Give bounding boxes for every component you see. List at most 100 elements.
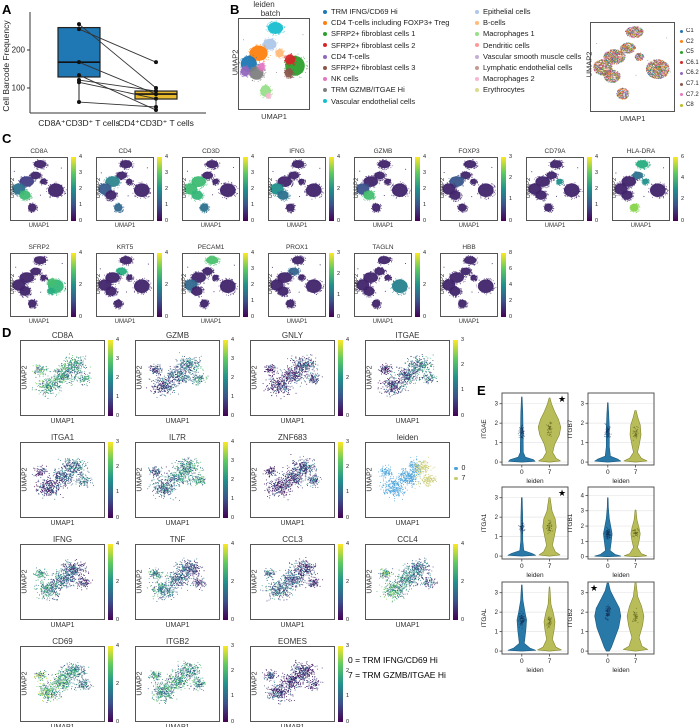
umap-title-IFNG: IFNG	[289, 148, 305, 155]
jitter-point	[604, 422, 606, 425]
jitter-point	[607, 433, 609, 435]
d-CD8A-cbar-tick: 3	[116, 355, 120, 362]
jitter-point	[520, 433, 522, 435]
jitter-point	[517, 620, 519, 622]
jitter-point	[608, 529, 610, 531]
legend-item: SFRP2+ fibroblast cells 1	[323, 30, 415, 38]
jitter-point	[636, 429, 638, 432]
data-point	[154, 60, 158, 65]
legend-item: 0	[454, 465, 465, 472]
c-PECAM1-cbar-tick: 1	[251, 297, 255, 304]
legend-item: Erythrocytes	[475, 86, 525, 94]
jitter-point	[518, 626, 520, 628]
x-tick-label: 7	[634, 563, 638, 570]
jitter-point	[607, 604, 609, 606]
d-CD8A-cbar-tick: 4	[116, 336, 120, 343]
umap-title-EOMES: EOMES	[278, 637, 307, 646]
y-axis-label: Cell Barcode Frequency	[1, 20, 11, 112]
jitter-point	[632, 530, 634, 532]
jitter-point	[607, 535, 609, 537]
jitter-point	[521, 432, 523, 434]
jitter-point	[604, 617, 606, 619]
y-tick-label: 1	[581, 630, 585, 636]
jitter-point	[608, 614, 610, 616]
jitter-point	[607, 610, 609, 612]
d-CCL4-colorbar	[453, 544, 458, 620]
violin-frame	[587, 392, 655, 466]
umap-title-leiden: leiden	[396, 433, 419, 442]
jitter-point	[519, 428, 521, 430]
y-tick-label: 3	[581, 509, 585, 515]
c-CD79A-colorbar	[587, 157, 592, 221]
jitter-point	[634, 436, 636, 438]
jitter-point	[522, 438, 524, 440]
legend-dot	[475, 76, 479, 81]
jitter-point	[605, 428, 607, 430]
d-CCL4-cbar-tick: 2	[461, 578, 465, 585]
jitter-point	[606, 530, 608, 532]
jitter-point	[551, 422, 553, 424]
umap-canvas-CCL3	[251, 545, 334, 619]
umap-yaxis-label: UMAP2	[366, 569, 374, 594]
jitter-point	[635, 616, 637, 618]
c-KRT5-cbar-tick: 4	[165, 249, 169, 256]
jitter-point	[608, 531, 610, 533]
legend-item: Vascular smooth muscle cells	[475, 53, 581, 61]
jitter-point	[520, 426, 522, 428]
jitter-point	[519, 623, 521, 626]
umap-xaxis-label: UMAP1	[395, 520, 420, 527]
legend-label: C1	[686, 28, 694, 34]
y-tick-label: 3	[581, 402, 585, 408]
jitter-point	[522, 619, 524, 621]
c-HLA-DRA-cbar-tick: 4	[681, 174, 685, 181]
jitter-point	[520, 624, 522, 627]
umap-xaxis-label: UMAP1	[20, 724, 105, 727]
umap-canvas-PECAM1	[183, 254, 239, 316]
legend-item: C8	[680, 102, 694, 108]
violin-xlabel: leiden	[612, 478, 630, 485]
legend-label: Vascular smooth muscle cells	[483, 51, 582, 61]
jitter-point	[606, 431, 608, 433]
violin-ylabel: ITGA1	[481, 513, 488, 532]
c-PROX1-cbar-tick: 2	[337, 270, 341, 277]
jitter-point	[634, 532, 636, 535]
jitter-point	[608, 533, 610, 535]
y-tick-label: 0	[495, 554, 499, 560]
jitter-point	[632, 535, 634, 537]
x-category-label: CD4⁺CD3D⁺ T cells	[118, 118, 194, 128]
jitter-point	[521, 625, 523, 627]
legend-item: TRM GZMB/ITGAE Hi	[323, 86, 405, 94]
d-IL7R-colorbar	[223, 442, 228, 518]
umap-yaxis-label: UMAP2	[10, 177, 16, 199]
violin-ylabel: ITGB1	[567, 513, 574, 532]
umap-xaxis-label: UMAP1	[200, 319, 222, 325]
jitter-point	[607, 611, 609, 613]
d-ITGAE-cbar-tick: 0	[461, 412, 465, 419]
jitter-point	[518, 434, 520, 437]
jitter-point	[546, 527, 549, 529]
jitter-point	[632, 439, 635, 441]
umap-canvas-HLA-DRA	[613, 158, 669, 220]
umap-canvas-IL7R	[136, 443, 219, 517]
c-PROX1-colorbar	[329, 253, 334, 317]
d-GZMB-cbar-tick: 1	[231, 393, 235, 400]
x-tick-label: 0	[520, 563, 524, 570]
c-HBB-cbar-tick: 2	[509, 297, 513, 304]
y-tick-label: 2	[581, 421, 585, 427]
jitter-point	[634, 530, 636, 532]
legend-item: SFRP2+ fibroblast cells 2	[323, 42, 415, 50]
jitter-point	[608, 606, 611, 608]
violin-ylabel: ITGAE	[481, 419, 488, 439]
c-KRT5-cbar-tick: 2	[165, 281, 169, 288]
legend-label: NK cells	[331, 74, 359, 84]
umap-yaxis-label: UMAP2	[182, 273, 188, 295]
d-CD69-colorbar	[108, 646, 113, 722]
umap-xaxis-label: UMAP1	[165, 622, 190, 629]
jitter-point	[636, 527, 638, 529]
jitter-point	[548, 617, 550, 619]
